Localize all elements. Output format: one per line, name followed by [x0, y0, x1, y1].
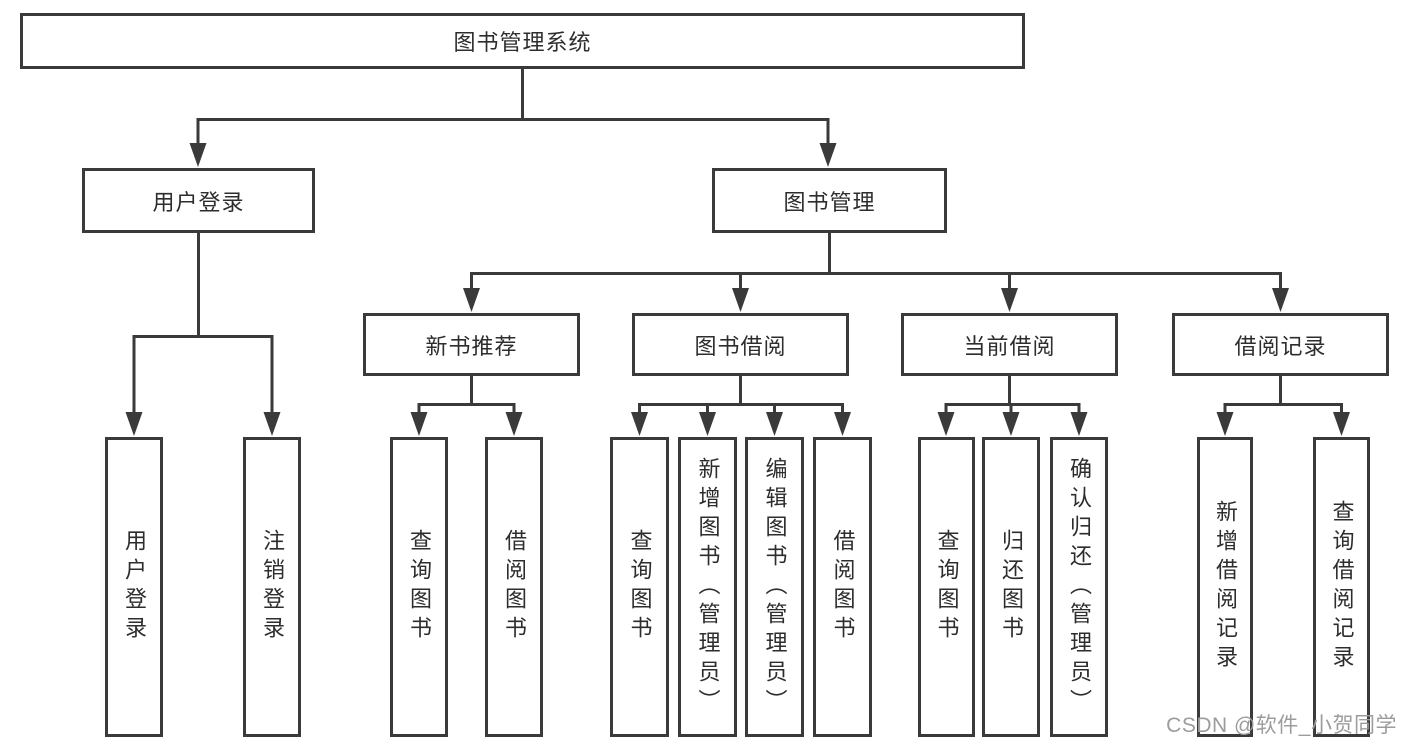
node-label: 归还图书	[999, 529, 1024, 645]
node-label: 图书借阅	[694, 333, 787, 359]
connector-login-to-leaves	[132, 233, 274, 413]
arrowhead	[463, 288, 480, 312]
arrowhead	[1333, 412, 1350, 436]
connector-manage-to-level2	[470, 233, 1282, 290]
leaf-query-borrow-record: 查询借阅记录	[1313, 437, 1370, 737]
node-current-borrow: 当前借阅	[901, 313, 1118, 376]
connector-recommend-to-leaves	[417, 376, 516, 412]
node-label: 新书推荐	[425, 333, 518, 359]
arrowhead	[505, 412, 523, 436]
node-label: 新增借阅记录	[1213, 500, 1238, 674]
leaf-query-books-recommend: 查询图书	[390, 437, 448, 737]
arrowhead	[1216, 412, 1234, 436]
arrowhead	[699, 412, 716, 436]
node-label: 借阅记录	[1234, 333, 1327, 359]
connector-current-to-leaves	[944, 376, 1081, 412]
leaf-return-books: 归还图书	[982, 437, 1040, 737]
leaf-add-borrow-record: 新增借阅记录	[1197, 437, 1253, 737]
node-book-borrow: 图书借阅	[632, 313, 849, 376]
arrowhead	[819, 143, 837, 167]
node-label: 用户登录	[122, 529, 147, 645]
connector-root-to-level1	[196, 69, 830, 146]
node-label: 图书管理系统	[453, 30, 592, 55]
node-label: 借阅图书	[502, 529, 527, 645]
node-label: 查询图书	[407, 529, 432, 645]
node-label: 查询图书	[934, 529, 960, 645]
node-label: 用户登录	[152, 189, 245, 215]
arrowhead	[1001, 288, 1018, 312]
node-label: 确认归还（管理员）	[1067, 456, 1092, 718]
node-borrow-records: 借阅记录	[1172, 313, 1389, 376]
node-label: 图书管理	[783, 189, 876, 215]
arrowhead	[1272, 288, 1289, 312]
node-label: 查询图书	[627, 529, 653, 645]
leaf-query-books-current: 查询图书	[918, 437, 975, 737]
connector-records-to-leaves	[1223, 376, 1343, 412]
arrowhead	[834, 412, 851, 436]
node-label: 新增图书（管理员）	[695, 456, 721, 718]
leaf-logout: 注销登录	[243, 437, 301, 737]
leaf-edit-books-admin: 编辑图书（管理员）	[745, 437, 804, 737]
arrowhead	[189, 143, 207, 167]
node-label: 借阅图书	[830, 529, 856, 645]
arrowhead	[631, 412, 648, 436]
arrowhead	[1070, 412, 1088, 436]
node-label: 注销登录	[260, 529, 285, 645]
arrowhead	[1002, 412, 1020, 436]
leaf-query-books-borrow: 查询图书	[610, 437, 669, 737]
arrowhead	[766, 412, 783, 436]
node-new-book-recommend: 新书推荐	[363, 313, 580, 376]
leaf-confirm-return-admin: 确认归还（管理员）	[1050, 437, 1108, 737]
node-label: 查询借阅记录	[1329, 500, 1355, 674]
connector-borrow-to-leaves	[638, 376, 844, 412]
node-library-management-system: 图书管理系统	[20, 13, 1025, 69]
arrowhead	[125, 412, 143, 436]
node-user-login: 用户登录	[82, 168, 315, 233]
arrowhead	[263, 412, 281, 436]
node-book-management: 图书管理	[712, 168, 947, 233]
arrowhead	[937, 412, 955, 436]
leaf-user-login: 用户登录	[105, 437, 163, 737]
node-label: 当前借阅	[963, 333, 1056, 359]
arrowhead	[410, 412, 428, 436]
leaf-borrow-books-recommend: 借阅图书	[485, 437, 543, 737]
leaf-borrow-books: 借阅图书	[813, 437, 872, 737]
csdn-watermark: CSDN @软件_小贺同学	[1166, 714, 1397, 737]
arrowhead	[732, 288, 749, 312]
leaf-add-books-admin: 新增图书（管理员）	[678, 437, 737, 737]
node-label: 编辑图书（管理员）	[762, 456, 788, 718]
